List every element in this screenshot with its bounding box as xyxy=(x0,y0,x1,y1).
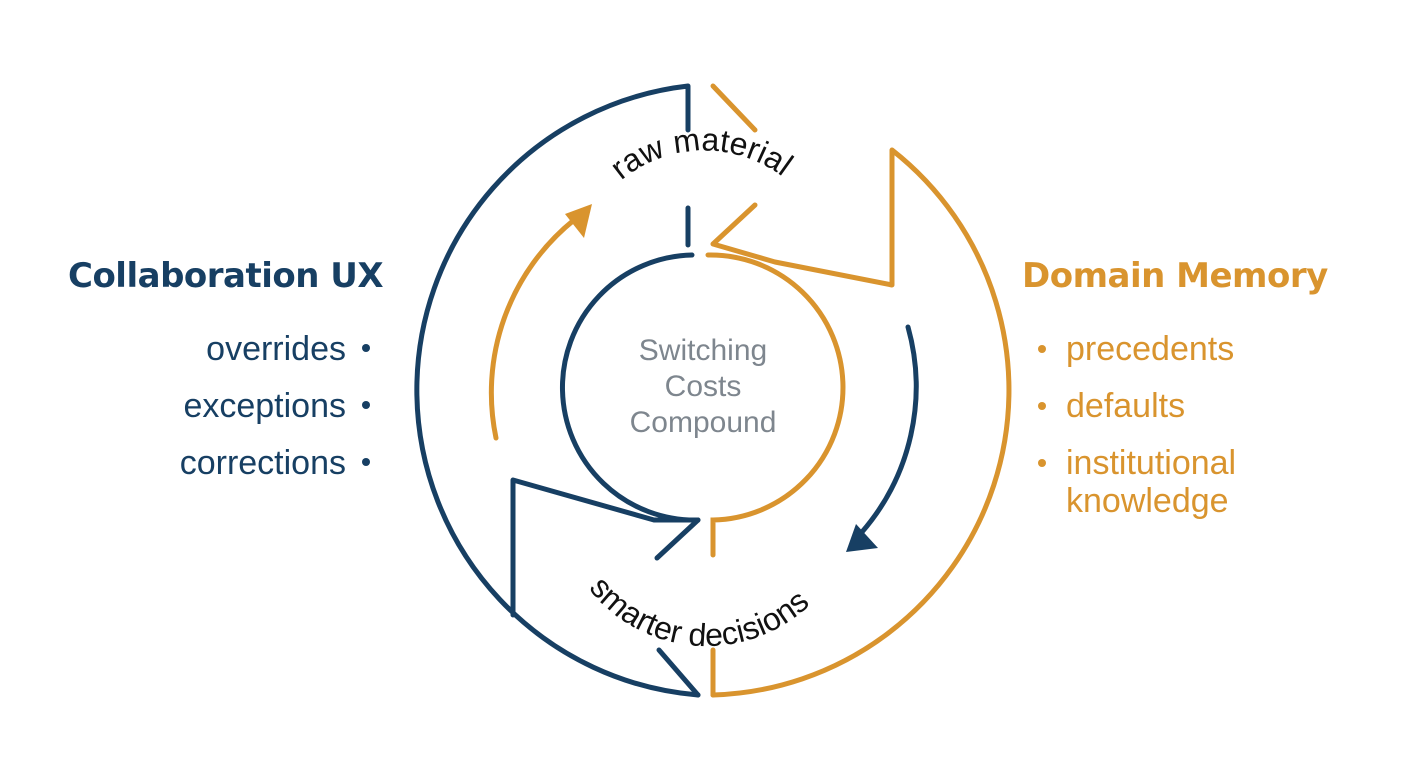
list-item: precedents xyxy=(1038,326,1306,383)
smarter-decisions-label: smarter decisions xyxy=(583,569,815,653)
navy-down-arrowhead-icon xyxy=(846,524,878,552)
bullet-icon xyxy=(362,458,370,467)
bullet-icon xyxy=(1038,402,1046,410)
center-line-3: Compound xyxy=(630,406,777,439)
list-item: institutional knowledge xyxy=(1038,440,1306,520)
list-item-label: corrections xyxy=(179,444,346,482)
domain-memory-title: Domain Memory xyxy=(1022,256,1328,296)
orange-outer-arc xyxy=(710,83,1012,698)
list-item: exceptions xyxy=(180,383,370,440)
bullet-icon xyxy=(362,401,370,410)
list-item-label: defaults xyxy=(1066,387,1186,425)
navy-inner-arc xyxy=(560,252,701,523)
navy-outer-arc xyxy=(414,83,701,698)
list-item-label: exceptions xyxy=(183,387,346,425)
domain-memory-list: precedents defaults institutional knowle… xyxy=(1038,326,1306,520)
navy-down-curve xyxy=(859,324,919,535)
list-item: corrections xyxy=(180,440,370,497)
bullet-icon xyxy=(362,344,370,353)
collaboration-ux-title: Collaboration UX xyxy=(68,256,384,296)
navy-lower-arrow-shape xyxy=(510,477,701,698)
orange-up-curve xyxy=(488,217,577,441)
bullet-icon xyxy=(1038,459,1046,467)
orange-inner-arc xyxy=(705,252,846,558)
list-item: overrides xyxy=(180,326,370,383)
center-line-1: Switching xyxy=(639,334,767,367)
list-item-label: overrides xyxy=(206,330,346,368)
list-item: defaults xyxy=(1038,383,1306,440)
orange-up-arrowhead-icon xyxy=(565,204,592,238)
raw-material-label: raw material xyxy=(603,121,799,186)
collaboration-ux-list: overrides exceptions corrections xyxy=(180,326,370,497)
list-item-label: precedents xyxy=(1066,330,1235,368)
center-line-2: Costs xyxy=(665,370,742,403)
bullet-icon xyxy=(1038,345,1046,353)
list-item-label: institutional knowledge xyxy=(1066,444,1237,520)
